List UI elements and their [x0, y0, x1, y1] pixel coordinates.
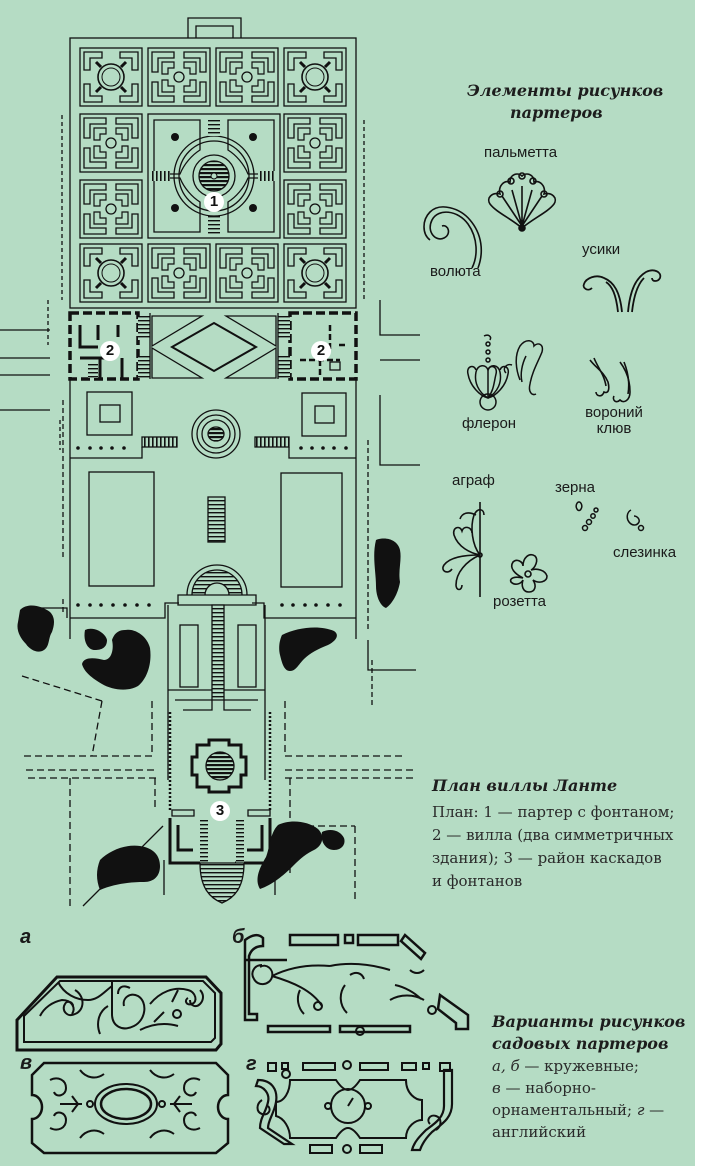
- variant-letter-g: г: [246, 1053, 257, 1075]
- plan-marker-2-right: 2: [311, 341, 331, 361]
- elements-title-line2: партеров: [510, 103, 603, 122]
- variants-caption-line2: в — наборно-: [492, 1077, 596, 1099]
- teardrop-icon: [626, 509, 645, 532]
- variant-letter-b: б: [232, 926, 245, 948]
- variant-letter-v: в: [20, 1052, 33, 1074]
- label-zerna: зерна: [555, 479, 596, 496]
- variants-caption-line4: английский: [492, 1123, 587, 1141]
- label-voroniy-klyuv: вороний клюв: [585, 405, 643, 437]
- fleuron-icon: [466, 334, 544, 411]
- variants-title-line1: Варианты рисунков: [492, 1012, 686, 1031]
- parterre-variant-v: [30, 1061, 230, 1155]
- label-usiki: усики: [582, 241, 621, 258]
- label-klyuv: клюв: [596, 419, 632, 437]
- label-voluta: волюта: [430, 263, 481, 280]
- variants-caption-dash: —: [644, 1101, 665, 1119]
- variants-caption-letter-g: г: [636, 1101, 645, 1119]
- plan-caption-line2: 2 — вилла (два симметричных: [432, 826, 674, 844]
- variants-caption-line3: орнаментальный; г —: [492, 1099, 664, 1121]
- variants-caption-letters-ab: а, б: [492, 1057, 520, 1075]
- variants-caption-lace: — кружевные;: [519, 1057, 639, 1075]
- volute-icon: [423, 206, 483, 269]
- parterre-variant-g: [254, 1060, 454, 1154]
- palmette-icon: [487, 172, 557, 232]
- variants-title-line2: садовых партеров: [492, 1034, 669, 1053]
- agraffe-icon: [442, 502, 485, 597]
- parterre-variant-a: [15, 975, 223, 1052]
- label-rozetta: розетта: [493, 593, 546, 610]
- crows-beak-icon: [589, 357, 631, 403]
- plan-title: План виллы Ланте: [432, 776, 618, 795]
- variant-letter-a: а: [20, 926, 32, 948]
- grains-icon: [575, 501, 599, 532]
- plan-caption-line1: План: 1 — партер с фонтаном;: [432, 803, 675, 821]
- plan-marker-3: 3: [210, 801, 230, 821]
- elements-title-line1: Элементы рисунков: [467, 81, 664, 100]
- plan-marker-2-left: 2: [100, 341, 120, 361]
- plan-caption-line4: и фонтанов: [432, 872, 523, 890]
- label-palmetta: пальметта: [484, 144, 558, 161]
- plan-caption-line3: здания); 3 — район каскадов: [432, 849, 662, 867]
- label-voroniy: вороний: [585, 404, 643, 421]
- variants-caption-line1: а, б — кружевные;: [492, 1055, 639, 1077]
- label-fleron: флерон: [462, 415, 517, 432]
- plan-marker-1: 1: [204, 192, 224, 212]
- tendrils-icon: [582, 269, 662, 313]
- rosette-icon: [509, 553, 548, 593]
- parterre-variant-b: [243, 933, 470, 1036]
- label-agraf: аграф: [452, 472, 495, 489]
- variants-caption-ornamental: орнаментальный;: [492, 1101, 637, 1119]
- tree-clusters: [17, 538, 401, 890]
- variants-caption-letter-v: в: [492, 1079, 501, 1097]
- label-slezinka: слезинка: [613, 544, 677, 561]
- villa-lante-plan: [0, 17, 420, 908]
- variants-caption-inlaid: — наборно-: [500, 1079, 596, 1097]
